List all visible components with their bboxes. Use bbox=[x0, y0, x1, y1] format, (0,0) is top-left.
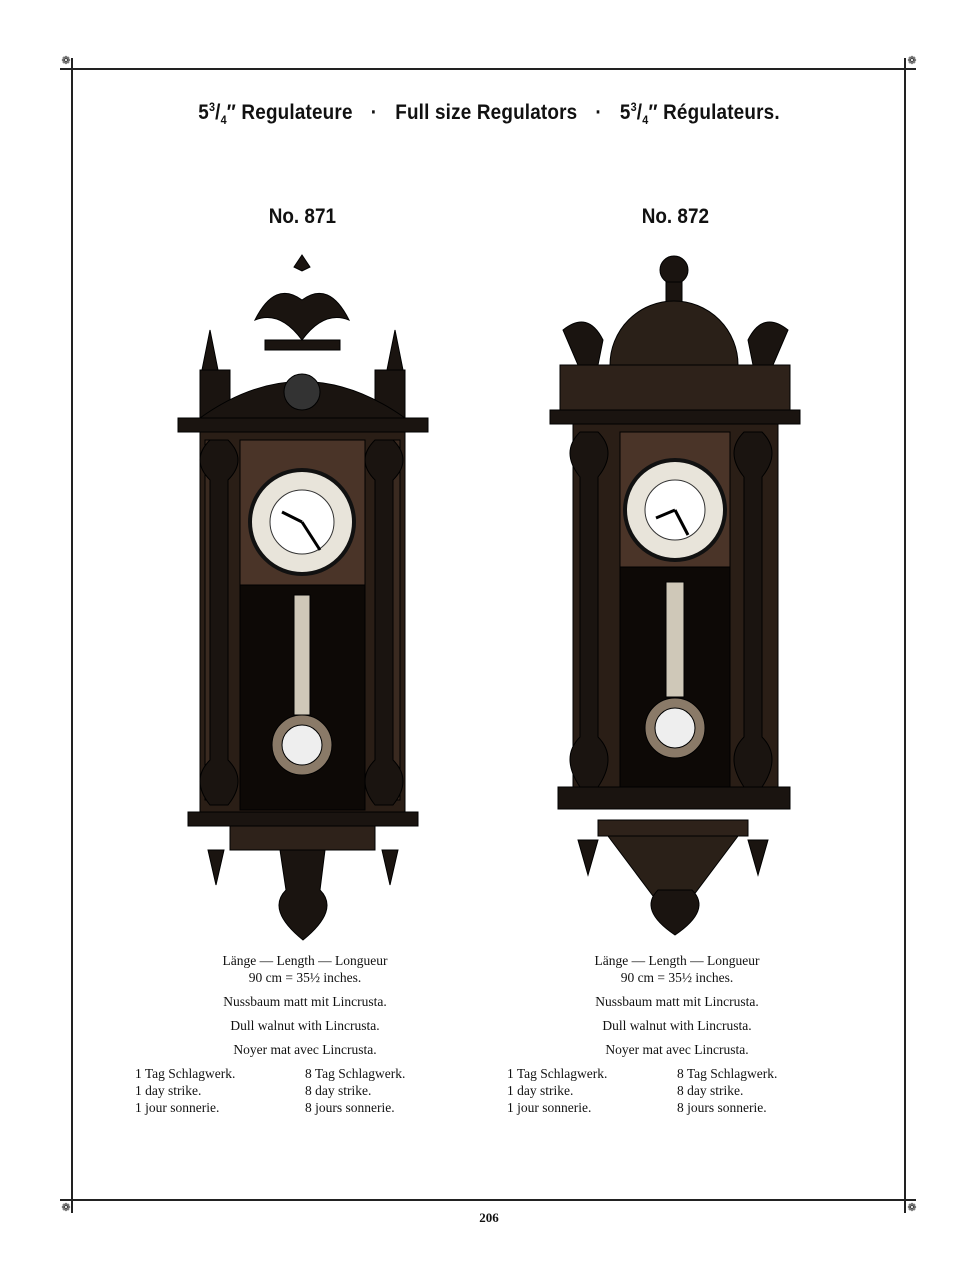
corner-ornament-icon: ❁ bbox=[61, 54, 71, 67]
corner-ornament-icon: ❁ bbox=[907, 1201, 917, 1214]
material-en: Dull walnut with Lincrusta. bbox=[230, 1018, 380, 1033]
frame-right-rule bbox=[904, 58, 906, 1213]
size-value: 90 cm = 35½ inches. bbox=[620, 970, 734, 985]
material-en: Dull walnut with Lincrusta. bbox=[602, 1018, 752, 1033]
clock-number-871: No. 871 bbox=[268, 205, 336, 228]
length-label: Länge — Length — Longueur bbox=[222, 953, 388, 968]
strike-8-day: 8 Tag Schlagwerk.8 day strike.8 jours so… bbox=[677, 1066, 778, 1115]
strike-1-day: 1 Tag Schlagwerk.1 day strike.1 jour son… bbox=[135, 1066, 236, 1115]
frame-bottom-rule bbox=[60, 1199, 916, 1201]
frame-left-rule bbox=[71, 58, 73, 1213]
clock-872-description: Länge — Length — Longueur 90 cm = 35½ inc… bbox=[507, 952, 847, 1116]
corner-ornament-icon: ❁ bbox=[907, 54, 917, 67]
bird-ornament-icon bbox=[562, 321, 604, 366]
corner-ornament-icon: ❁ bbox=[61, 1201, 71, 1214]
strike-8-day: 8 Tag Schlagwerk.8 day strike.8 jours so… bbox=[305, 1066, 406, 1115]
material-de: Nussbaum matt mit Lincrusta. bbox=[223, 994, 387, 1009]
length-label: Länge — Length — Longueur bbox=[594, 953, 760, 968]
finial-icon bbox=[659, 255, 689, 285]
material-de: Nussbaum matt mit Lincrusta. bbox=[595, 994, 759, 1009]
clock-871-description: Länge — Length — Longueur 90 cm = 35½ inc… bbox=[135, 952, 475, 1116]
frame-top-rule bbox=[60, 68, 916, 70]
bird-ornament-icon bbox=[747, 321, 789, 366]
eagle-crest-icon bbox=[253, 254, 351, 341]
clock-872-illustration bbox=[549, 255, 801, 936]
clock-number-872: No. 872 bbox=[641, 205, 709, 228]
strike-1-day: 1 Tag Schlagwerk.1 day strike.1 jour son… bbox=[507, 1066, 608, 1115]
page-number: 206 bbox=[479, 1210, 499, 1225]
material-fr: Noyer mat avec Lincrusta. bbox=[233, 1042, 377, 1057]
clock-871-illustration bbox=[177, 254, 429, 941]
size-value: 90 cm = 35½ inches. bbox=[248, 970, 362, 985]
material-fr: Noyer mat avec Lincrusta. bbox=[605, 1042, 749, 1057]
page-title: 53/4″ Regulateure · Full size Regulators… bbox=[198, 100, 780, 128]
